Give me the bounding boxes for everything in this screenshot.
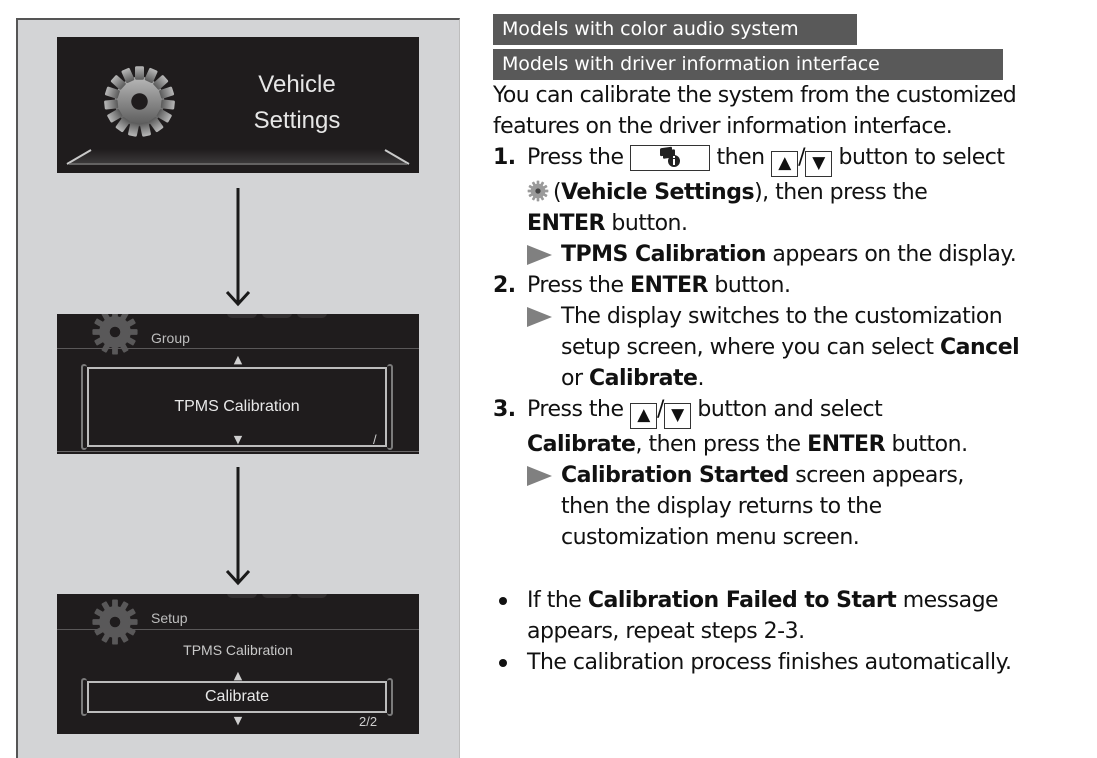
header-divider	[57, 348, 419, 349]
step-number: 3.	[493, 397, 516, 422]
step-result: Calibration Started screen appears, then…	[527, 460, 981, 553]
bold-term: ENTER	[527, 211, 605, 236]
bold-term: Calibrate	[589, 366, 698, 391]
text: message appears, repeat steps 2-3.	[527, 588, 999, 644]
down-arrow-key-icon: ▼	[663, 403, 691, 429]
note-item: If the Calibration Failed to Start messa…	[493, 585, 1093, 647]
label-line-2: Settings	[253, 107, 341, 134]
bold-term: Calibration Failed to Start	[587, 588, 897, 613]
step-3: 3. Press the ▲/▼ button and select Calib…	[493, 394, 1093, 553]
info-display-button-icon	[630, 145, 710, 171]
vehicle-settings-label: Vehicle Settings	[232, 67, 362, 139]
intro-paragraph: You can calibrate the system from the cu…	[493, 83, 1017, 139]
text: Press the	[527, 273, 624, 298]
display-screen-setup: Setup TPMS Calibration ▲ Calibrate ▼ 2/2	[57, 594, 419, 734]
bullet-icon	[499, 659, 507, 667]
text: Press the	[527, 397, 624, 422]
step-1: 1. Press the then ▲/▼ button to select	[493, 142, 1093, 270]
label-line-1: Vehicle	[258, 71, 336, 98]
text: button.	[611, 211, 688, 236]
screen-header-label: Setup	[151, 610, 188, 626]
down-arrow-key-icon: ▼	[804, 151, 832, 177]
text: or	[561, 366, 583, 391]
gear-icon	[92, 599, 138, 645]
left-bracket	[81, 678, 87, 716]
model-tag: Models with driver information interface	[493, 49, 1003, 80]
text: then	[716, 145, 766, 170]
up-arrow-key-icon: ▲	[771, 151, 799, 177]
bold-term: ENTER	[630, 273, 708, 298]
text: button to select	[838, 145, 1005, 170]
up-arrow-key-icon: ▲	[630, 403, 657, 429]
result-arrow-icon	[527, 466, 552, 486]
right-bracket	[387, 364, 393, 450]
page-indicator: 2/2	[359, 714, 378, 729]
selected-option: Calibrate	[87, 681, 387, 713]
gear-icon	[527, 180, 549, 202]
bold-term: ENTER	[807, 432, 886, 457]
text: button.	[714, 273, 791, 298]
result-arrow-icon	[527, 307, 552, 327]
display-screen-group: Group ▲ TPMS Calibration ▼ /	[57, 314, 419, 454]
step-result: TPMS Calibration appears on the display.	[527, 239, 1093, 270]
selected-menu-item: TPMS Calibration	[87, 367, 387, 447]
text: ), then press the	[754, 180, 928, 205]
ghost-decoration	[262, 594, 292, 598]
instructions-column: Models with color audio system Models wi…	[493, 14, 1093, 678]
text: Press the	[527, 145, 624, 170]
notes-list: If the Calibration Failed to Start messa…	[493, 585, 1093, 678]
scroll-up-icon: ▲	[233, 353, 243, 366]
ghost-decoration	[227, 314, 257, 318]
scroll-up-icon: ▲	[233, 669, 243, 682]
arrow-down-icon	[226, 467, 250, 586]
scroll-down-icon: ▼	[233, 433, 243, 446]
screen-header-label: Group	[151, 330, 190, 346]
text: /	[798, 145, 805, 170]
ghost-decoration	[297, 314, 327, 318]
step-2: 2. Press the ENTER button. The display s…	[493, 270, 1093, 394]
text: button and select	[697, 397, 883, 422]
left-bracket	[81, 364, 87, 450]
header-divider	[57, 629, 419, 630]
text: screen appears, then the display returns…	[561, 463, 964, 550]
step-result: The display switches to the customizatio…	[527, 301, 1031, 394]
step-number: 1.	[493, 145, 516, 170]
bold-term: Cancel	[940, 335, 1020, 360]
ghost-decoration	[262, 314, 292, 318]
text: The calibration process finishes automat…	[527, 650, 1012, 675]
screen-shelf-decoration	[66, 149, 410, 165]
bold-term: Calibration Started	[561, 463, 789, 488]
gear-icon	[103, 66, 176, 137]
text: /	[657, 397, 664, 422]
bullet-icon	[499, 597, 507, 605]
text: (	[553, 180, 562, 205]
arrow-down-icon	[226, 188, 250, 307]
text: button.	[891, 432, 969, 457]
text: .	[697, 366, 704, 391]
text: appears on the display.	[772, 242, 1017, 267]
model-tag: Models with color audio system	[493, 14, 857, 45]
gear-icon	[92, 314, 138, 355]
ghost-decoration	[227, 594, 257, 598]
bold-term: TPMS Calibration	[561, 242, 766, 267]
result-arrow-icon	[527, 245, 552, 265]
ghost-decoration	[297, 594, 327, 598]
screen-subtitle: TPMS Calibration	[183, 642, 293, 658]
bottom-line	[57, 451, 419, 452]
right-bracket	[387, 678, 393, 716]
bold-term: Calibrate	[527, 432, 636, 457]
note-item: The calibration process finishes automat…	[493, 647, 1093, 678]
scroll-down-icon: ▼	[233, 714, 243, 727]
bold-term: Vehicle Settings	[561, 180, 755, 205]
page-indicator: /	[373, 432, 377, 447]
text: , then press the	[635, 432, 801, 457]
step-number: 2.	[493, 273, 516, 298]
text: If the	[527, 588, 582, 613]
text: The display switches to the customizatio…	[561, 304, 1003, 360]
display-screen-vehicle-settings: Vehicle Settings	[57, 37, 419, 173]
